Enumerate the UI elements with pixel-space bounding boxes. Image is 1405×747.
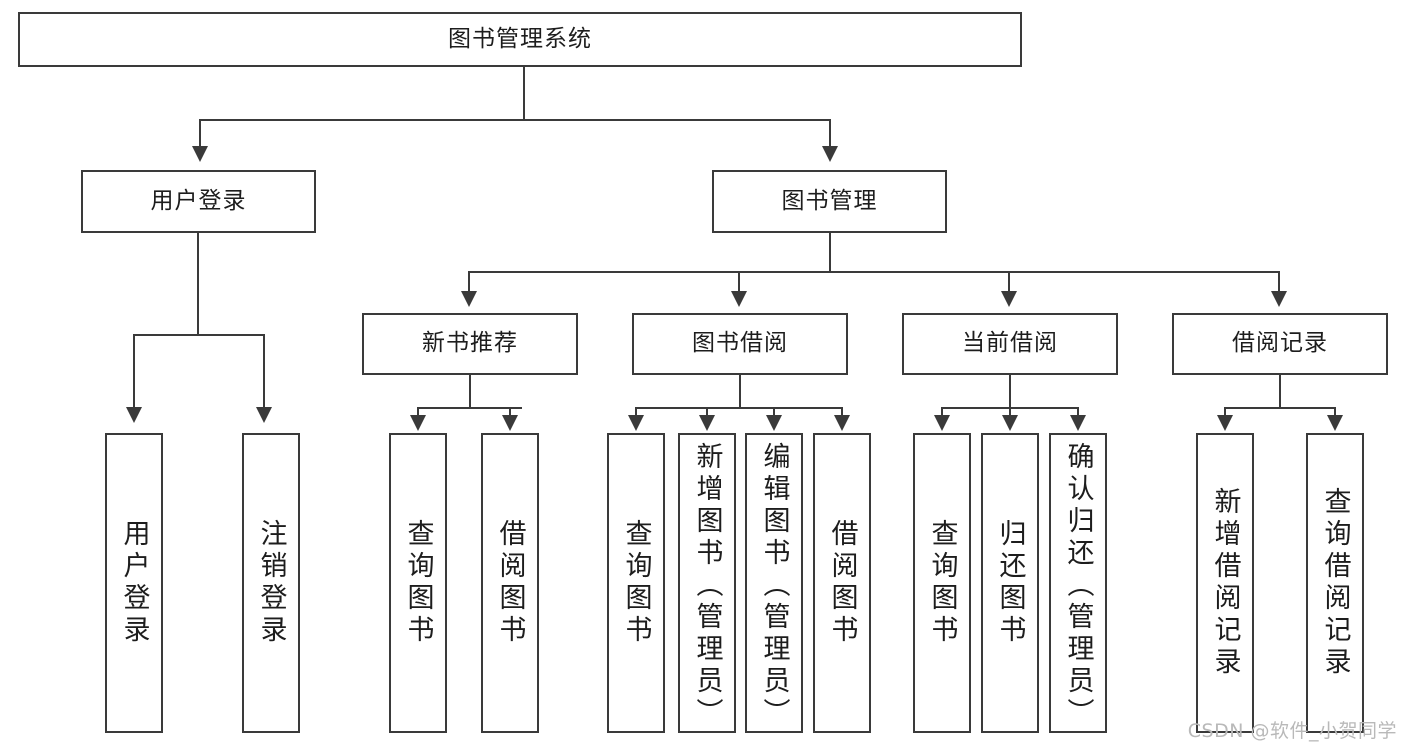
arrowhead-leaf-edit-book [766, 415, 782, 431]
connector-level3-bus [468, 271, 1280, 273]
leaf-add-borrow-record[interactable]: 新增借阅记录 [1196, 433, 1254, 733]
arrowhead-to-user-login [192, 146, 208, 162]
node-new-book-recommend[interactable]: 新书推荐 [362, 313, 578, 375]
connector-level2-bus [199, 119, 831, 121]
leaf-logout-login[interactable]: 注销登录 [242, 433, 300, 733]
arrowhead-to-book-borrow [731, 291, 747, 307]
node-label: 归还图书 [994, 519, 1026, 647]
node-label: 当前借阅 [962, 330, 1058, 357]
leaf-edit-book-admin[interactable]: 编辑图书（管理员） [745, 433, 803, 733]
arrowhead-leaf-query-book-2 [628, 415, 644, 431]
arrowhead-leaf-borrow-book-1 [502, 415, 518, 431]
node-label: 借阅图书 [826, 519, 858, 647]
connector-root-stem [523, 67, 525, 120]
leaf-borrow-book-newbook[interactable]: 借阅图书 [481, 433, 539, 733]
node-label: 新书推荐 [422, 330, 518, 357]
connector-level2-drop-right [829, 119, 831, 146]
node-user-login[interactable]: 用户登录 [81, 170, 316, 233]
node-label: 注销登录 [255, 519, 287, 647]
connector-newbook-drop-1 [417, 407, 419, 417]
connector-currentborrow-drop-3 [1077, 407, 1079, 417]
connector-currentborrow-drop-1 [941, 407, 943, 417]
connector-user-login-drop-2 [263, 334, 265, 407]
connector-book-manage-stem [829, 233, 831, 272]
arrowhead-to-new-book [461, 291, 477, 307]
leaf-confirm-return-admin[interactable]: 确认归还（管理员） [1049, 433, 1107, 733]
node-borrow-record[interactable]: 借阅记录 [1172, 313, 1388, 375]
node-label: 新增借阅记录 [1209, 487, 1241, 679]
node-book-management[interactable]: 图书管理 [712, 170, 947, 233]
connector-user-login-stem [197, 233, 199, 335]
node-book-borrow[interactable]: 图书借阅 [632, 313, 848, 375]
node-label: 图书管理系统 [448, 25, 592, 52]
leaf-borrow-book-borrow[interactable]: 借阅图书 [813, 433, 871, 733]
node-root-system[interactable]: 图书管理系统 [18, 12, 1022, 67]
node-label: 借阅记录 [1232, 330, 1328, 357]
connector-level3-drop-3 [1008, 271, 1010, 291]
leaf-user-login[interactable]: 用户登录 [105, 433, 163, 733]
node-label: 用户登录 [150, 187, 247, 214]
connector-level2-drop-left [199, 119, 201, 146]
connector-bookborrow-bus [635, 407, 843, 409]
arrowhead-leaf-logout [256, 407, 272, 423]
connector-currentborrow-stem [1009, 375, 1011, 408]
csdn-watermark: CSDN @软件_小贺同学 [1187, 720, 1397, 742]
leaf-query-book-current[interactable]: 查询图书 [913, 433, 971, 733]
node-label: 图书管理 [781, 187, 878, 214]
leaf-add-book-admin[interactable]: 新增图书（管理员） [678, 433, 736, 733]
arrowhead-leaf-borrow-book-2 [834, 415, 850, 431]
arrowhead-leaf-confirm-return [1070, 415, 1086, 431]
connector-currentborrow-drop-2 [1009, 407, 1011, 417]
leaf-return-book[interactable]: 归还图书 [981, 433, 1039, 733]
connector-borrowrecord-bus [1224, 407, 1336, 409]
arrowhead-to-book-manage [822, 146, 838, 162]
connector-bookborrow-drop-1 [635, 407, 637, 417]
connector-bookborrow-drop-2 [706, 407, 708, 417]
connector-level3-drop-1 [468, 271, 470, 291]
connector-newbook-stem [469, 375, 471, 408]
node-current-borrow[interactable]: 当前借阅 [902, 313, 1118, 375]
node-label: 查询图书 [926, 519, 958, 647]
node-label: 确认归还（管理员） [1062, 442, 1094, 730]
arrowhead-leaf-query-record [1327, 415, 1343, 431]
arrowhead-to-borrow-record [1271, 291, 1287, 307]
connector-level3-drop-4 [1278, 271, 1280, 291]
arrowhead-leaf-query-book-1 [410, 415, 426, 431]
node-label: 用户登录 [118, 519, 150, 647]
arrowhead-leaf-query-book-3 [934, 415, 950, 431]
arrowhead-to-current-borrow [1001, 291, 1017, 307]
connector-level3-drop-2 [738, 271, 740, 291]
connector-newbook-bus [417, 407, 522, 409]
leaf-query-book-borrow[interactable]: 查询图书 [607, 433, 665, 733]
connector-borrowrecord-drop-2 [1334, 407, 1336, 417]
connector-user-login-drop-1 [133, 334, 135, 407]
arrowhead-leaf-return-book [1002, 415, 1018, 431]
leaf-query-book-newbook[interactable]: 查询图书 [389, 433, 447, 733]
connector-borrowrecord-drop-1 [1224, 407, 1226, 417]
arrowhead-leaf-user-login [126, 407, 142, 423]
node-label: 新增图书（管理员） [691, 442, 723, 730]
node-label: 编辑图书（管理员） [758, 442, 790, 730]
connector-user-login-bus [133, 334, 265, 336]
connector-bookborrow-drop-3 [773, 407, 775, 417]
node-label: 图书借阅 [692, 330, 788, 357]
node-label: 查询图书 [402, 519, 434, 647]
arrowhead-leaf-add-record [1217, 415, 1233, 431]
node-label: 查询借阅记录 [1319, 487, 1351, 679]
connector-bookborrow-stem [739, 375, 741, 408]
connector-newbook-drop-2 [509, 407, 511, 417]
connector-borrowrecord-stem [1279, 375, 1281, 408]
node-label: 借阅图书 [494, 519, 526, 647]
connector-bookborrow-drop-4 [841, 407, 843, 417]
arrowhead-leaf-add-book [699, 415, 715, 431]
leaf-query-borrow-record[interactable]: 查询借阅记录 [1306, 433, 1364, 733]
node-label: 查询图书 [620, 519, 652, 647]
